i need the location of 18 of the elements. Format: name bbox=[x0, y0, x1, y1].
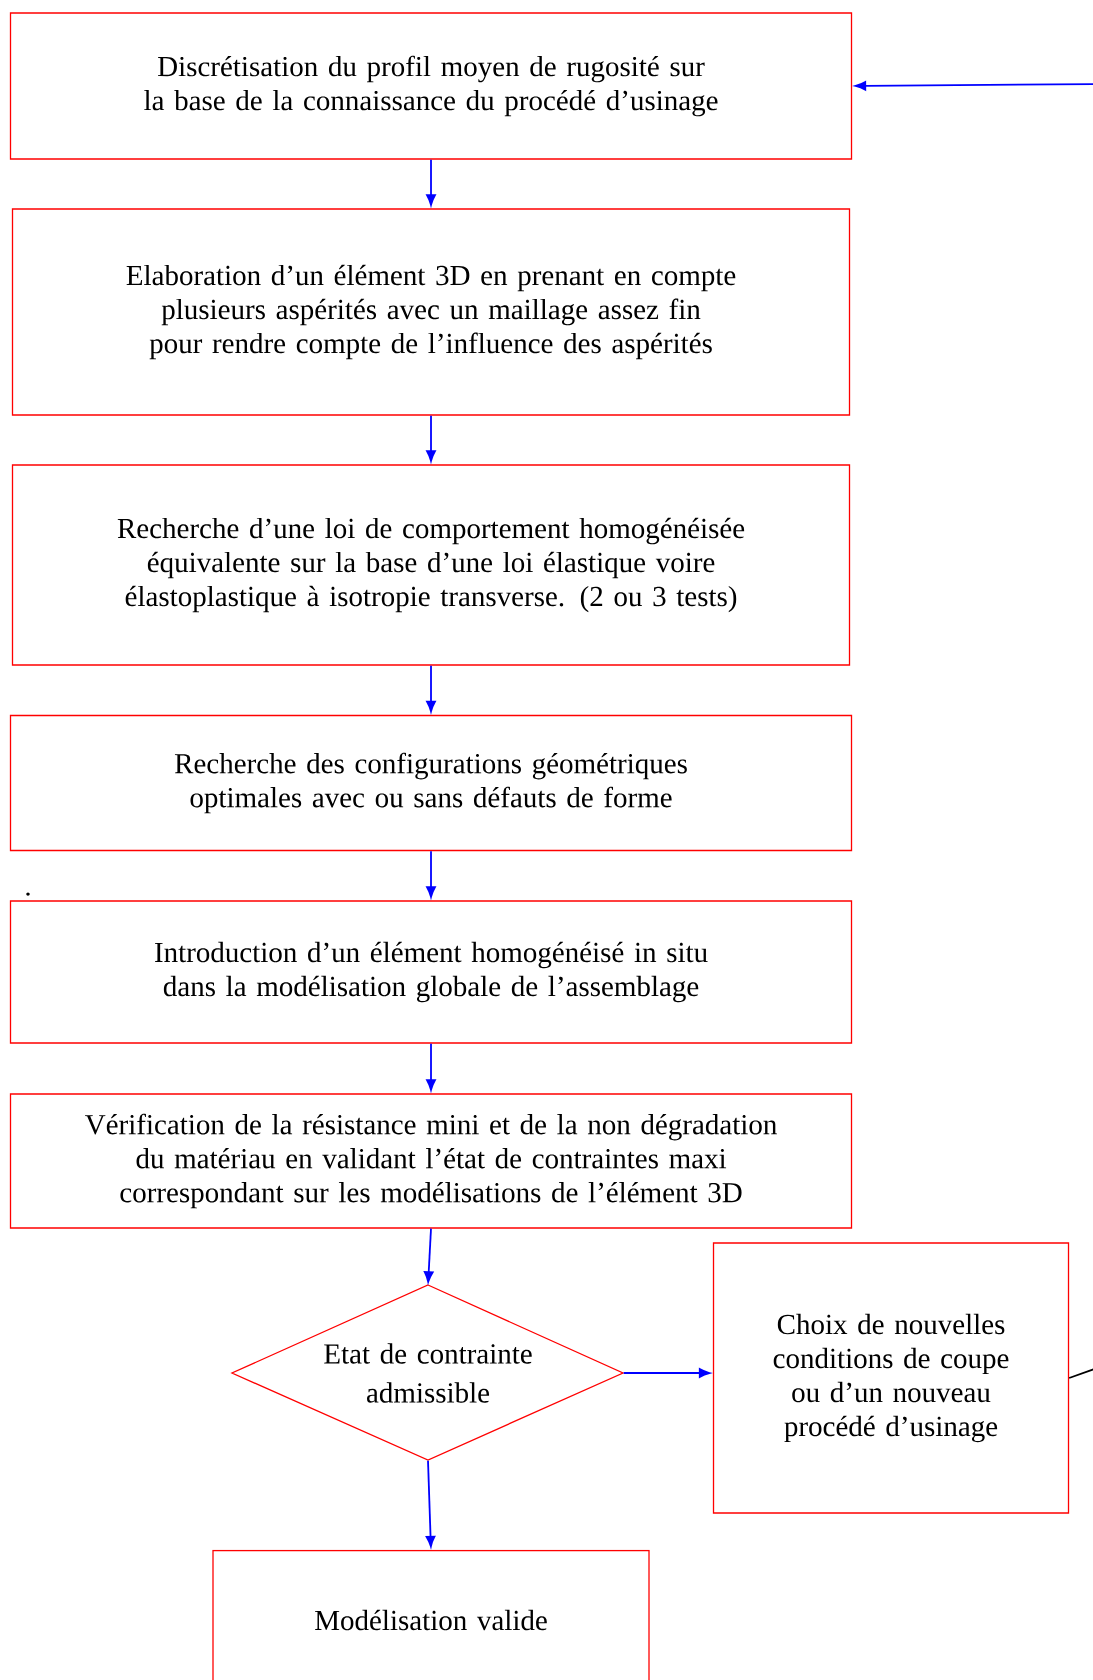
process-box: Discrétisation du profil moyen de rugosité sur la base de la connaissance du procédé d’usinage bbox=[9, 12, 853, 160]
arrow bbox=[426, 1042, 436, 1091]
arrow bbox=[425, 1459, 436, 1548]
arrow bbox=[854, 81, 1093, 91]
arrow bbox=[426, 664, 436, 713]
arrow bbox=[426, 158, 436, 206]
arrow bbox=[426, 414, 436, 462]
process-box: Introduction d’un élément homogénéisé in situ dans la modélisation globale de l’assemblage bbox=[9, 900, 853, 1044]
process-box: Vérification de la résistance mini et de la non dégradation du matériau en validant l’état de contraintes maxi correspondant sur les modélisations de l’élément 3D bbox=[9, 1093, 853, 1229]
dot-mark: . bbox=[26, 892, 30, 896]
process-box: Recherche des configurations géométriques optimales avec ou sans défauts de forme bbox=[9, 714, 853, 852]
arrow bbox=[622, 1368, 711, 1378]
process-box: Choix de nouvelles conditions de coupe ou d’un nouveau procédé d’usinage bbox=[712, 1242, 1070, 1514]
arrow bbox=[423, 1227, 434, 1283]
process-box: Elaboration d’un élément 3D en prenant en compte plusieurs aspérités avec un maillage assez fin pour rendre compte de l’influence des aspérités bbox=[11, 208, 851, 416]
arrow bbox=[426, 850, 436, 898]
process-box: Recherche d’une loi de comportement homogénéisée équivalente sur la base d’une loi élastique voire élastoplastique à isotropie transverse. (2 ou 3 tests) bbox=[11, 464, 851, 666]
process-box: Modélisation valide bbox=[212, 1549, 650, 1680]
